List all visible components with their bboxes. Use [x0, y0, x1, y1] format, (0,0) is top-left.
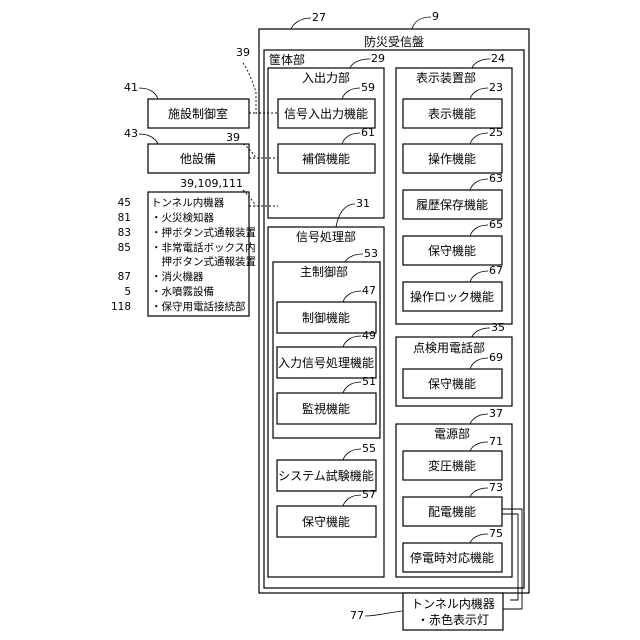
tunnel-item-ref: 85	[118, 242, 131, 254]
red-lamp-ref: 77	[350, 609, 364, 622]
signal-unit-ref: 31	[356, 197, 370, 210]
receiver-ref: 9	[432, 10, 439, 23]
io-compensation-ref: 61	[361, 126, 375, 139]
tunnel-item-label: ・押ボタン式通報装置	[151, 226, 256, 239]
transform-ref: 71	[489, 435, 503, 448]
signal-maintenance-ref: 57	[362, 488, 376, 501]
red-lamp-line1: トンネル内機器	[411, 596, 495, 611]
facility-control-ref: 41	[124, 81, 138, 94]
tunnel-item-label: ・消火機器	[151, 270, 204, 283]
display-function-ref: 23	[489, 81, 503, 94]
control-function-ref: 47	[362, 284, 376, 297]
monitoring-label: 監視機能	[302, 401, 350, 416]
phone-maintenance-ref: 69	[489, 351, 503, 364]
input-processing-label: 入力信号処理機能	[278, 355, 374, 370]
signal-unit-title: 信号処理部	[296, 229, 356, 244]
monitoring-ref: 51	[362, 375, 376, 388]
casing-title: 筐体部	[269, 52, 305, 67]
phone-maintenance-label: 保守機能	[428, 376, 476, 391]
red-lamp-line2: ・赤色表示灯	[417, 613, 489, 627]
tunnel-item-label: ・火災検知器	[151, 211, 214, 224]
tunnel-item-label: トンネル内機器	[151, 196, 225, 209]
history-storage-label: 履歴保存機能	[416, 197, 488, 212]
io-unit-title: 入出力部	[302, 70, 350, 85]
red-lamp-leader	[365, 611, 403, 616]
io-signal-ref: 59	[361, 81, 375, 94]
tunnel-item-label: ・非常電話ボックス内	[151, 241, 256, 254]
other-equipment-label: 他設備	[180, 151, 216, 166]
tunnel-item-ref: 87	[118, 271, 131, 283]
other-equipment-leader	[139, 134, 158, 144]
receiver-title: 防災受信盤	[364, 34, 424, 49]
facility-control-label: 施設制御室	[168, 106, 228, 121]
operation-function-ref: 25	[489, 126, 503, 139]
display-maintenance-ref: 65	[489, 218, 503, 231]
operation-lock-ref: 67	[489, 264, 503, 277]
tunnel-item-label: ・保守用電話接続部	[151, 300, 246, 313]
tunnel-item-ref: 83	[118, 227, 131, 239]
facility-line-ref: 39	[236, 46, 250, 59]
tunnel-line-ref: 39,109,111	[180, 177, 243, 190]
outage-response-ref: 75	[489, 527, 503, 540]
operation-lock-label: 操作ロック機能	[410, 289, 494, 304]
casing-leader	[291, 18, 311, 29]
casing-ref: 27	[312, 11, 326, 24]
system-test-ref: 55	[362, 442, 376, 455]
power-unit-ref: 37	[489, 407, 503, 420]
tunnel-item-ref: 45	[118, 197, 131, 209]
inspection-phone-ref: 35	[491, 321, 505, 334]
input-processing-ref: 49	[362, 329, 376, 342]
receiver-leader	[412, 17, 431, 29]
tunnel-item-label: ・水噴霧設備	[151, 285, 214, 298]
transform-label: 変圧機能	[428, 458, 476, 473]
tunnel-item-label: 押ボタン式通報装置	[151, 255, 256, 268]
distribution-label: 配電機能	[428, 504, 476, 519]
system-test-label: システム試験機能	[278, 468, 374, 483]
display-unit-ref: 24	[491, 52, 505, 65]
tunnel-item-ref: 5	[124, 286, 131, 298]
display-unit-title: 表示装置部	[416, 70, 476, 85]
outage-response-label: 停電時対応機能	[410, 550, 494, 565]
io-compensation-label: 補償機能	[302, 151, 350, 166]
tunnel-item-ref: 118	[111, 301, 131, 313]
tunnel-item-ref: 81	[118, 212, 131, 224]
distribution-ref: 73	[489, 481, 503, 494]
other-equipment-ref: 43	[124, 127, 138, 140]
other-line-ref: 39	[226, 131, 240, 144]
display-maintenance-label: 保守機能	[428, 243, 476, 258]
display-function-label: 表示機能	[428, 106, 476, 121]
inspection-phone-title: 点検用電話部	[413, 340, 485, 355]
control-function-label: 制御機能	[302, 310, 350, 325]
history-storage-ref: 63	[489, 172, 503, 185]
io-unit-ref: 29	[371, 52, 385, 65]
operation-function-label: 操作機能	[428, 151, 476, 166]
main-control-ref: 53	[364, 247, 378, 260]
io-signal-label: 信号入出力機能	[284, 106, 368, 121]
main-control-title: 主制御部	[300, 264, 348, 279]
signal-maintenance-label: 保守機能	[302, 514, 350, 529]
facility-control-leader	[139, 88, 158, 99]
power-unit-title: 電源部	[434, 426, 470, 441]
